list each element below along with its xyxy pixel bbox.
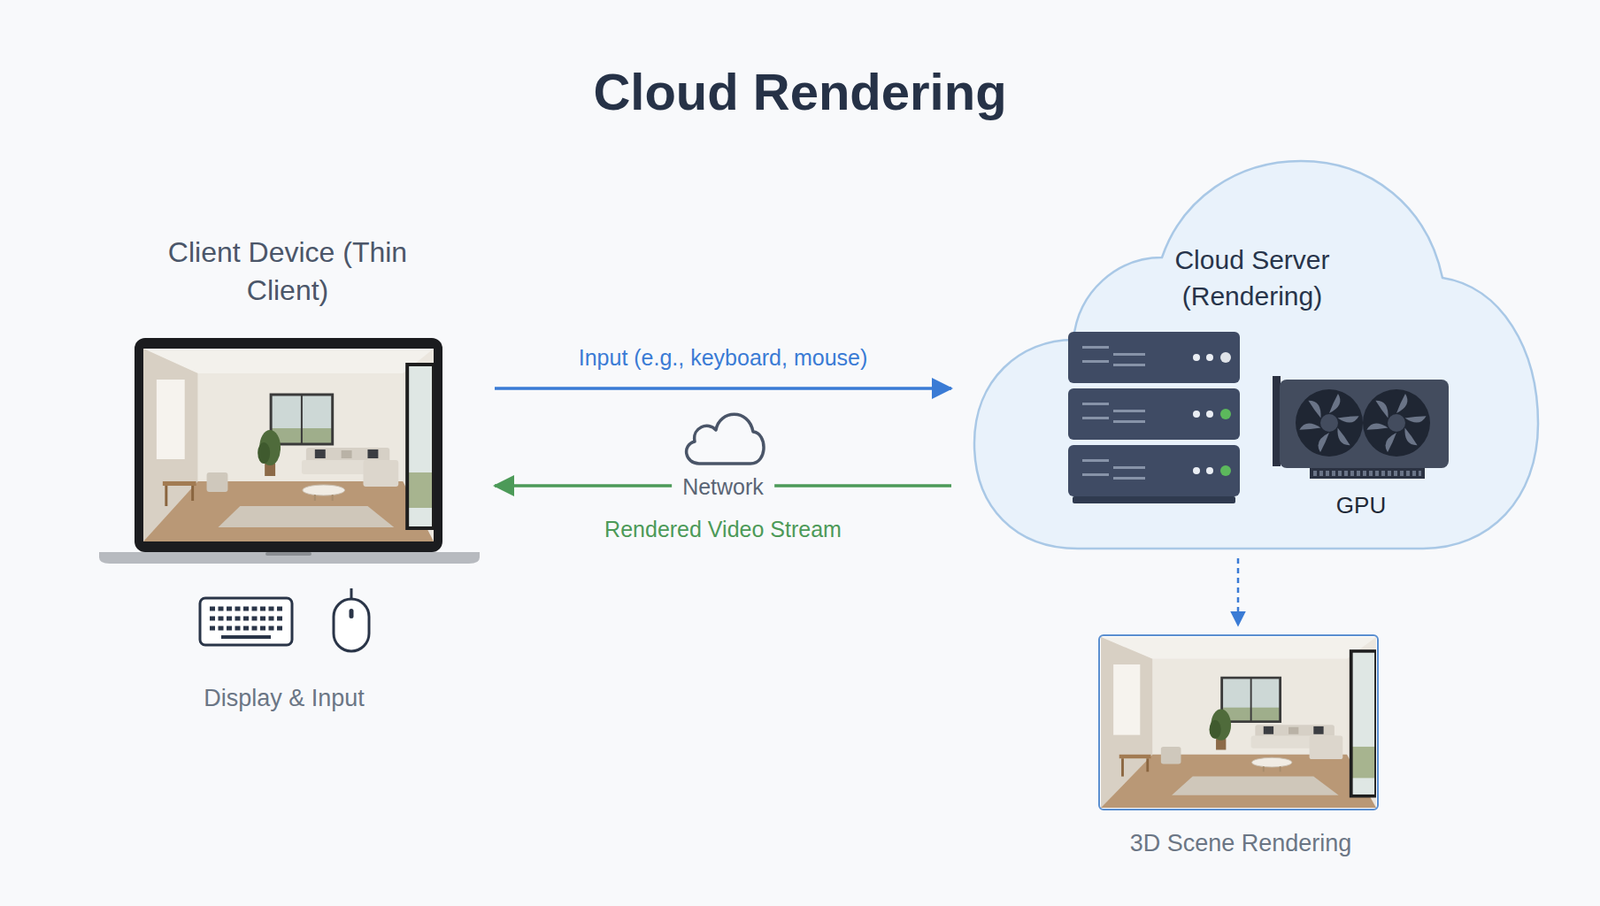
- network-cloud-icon: [686, 414, 764, 464]
- node-heading: Client Device (Thin Client): [154, 233, 421, 310]
- mouse-icon: [333, 588, 370, 652]
- laptop-illustration-part: [143, 348, 434, 542]
- diagram-title: Cloud Rendering: [0, 61, 1600, 122]
- edge-label: Rendered Video Stream: [604, 516, 842, 543]
- laptop-illustration: [99, 338, 480, 564]
- laptop-illustration-part: [265, 552, 312, 556]
- cloud-outline: [971, 158, 1541, 552]
- node-heading: Cloud Server (Rendering): [1141, 242, 1363, 315]
- laptop-illustration-part: [134, 338, 443, 553]
- network-label: Network: [671, 474, 775, 500]
- connector-arrow: [1237, 558, 1240, 626]
- keyboard-icon: [200, 598, 293, 646]
- mouse-icon-part: [350, 588, 354, 600]
- laptop-illustration-part: [99, 552, 480, 564]
- client-device: Client Device (Thin Client)Display & Inp…: [99, 339, 480, 563]
- keyboard-icon-part: [209, 607, 284, 612]
- network-cloud-icon-part: [686, 414, 764, 464]
- keyboard-icon-part: [221, 635, 271, 639]
- mouse-icon-part: [349, 608, 354, 619]
- component-label: GPU: [1307, 490, 1415, 522]
- keyboard-icon-part: [200, 598, 293, 646]
- connector-arrow: [494, 386, 952, 391]
- node-caption: Display & Input: [142, 682, 426, 715]
- keyboard-icon-part: [209, 616, 284, 622]
- cloud-server: Cloud Server (Rendering) GPU: [971, 158, 1541, 552]
- keyboard-icon-part: [209, 626, 284, 631]
- mouse-icon-part: [333, 599, 370, 652]
- cloud-shape: [974, 161, 1539, 549]
- edge-label: Input (e.g., keyboard, mouse): [578, 345, 869, 371]
- scene-render-box: 3D Scene Rendering: [1098, 634, 1379, 811]
- node-caption: 3D Scene Rendering: [1081, 827, 1400, 860]
